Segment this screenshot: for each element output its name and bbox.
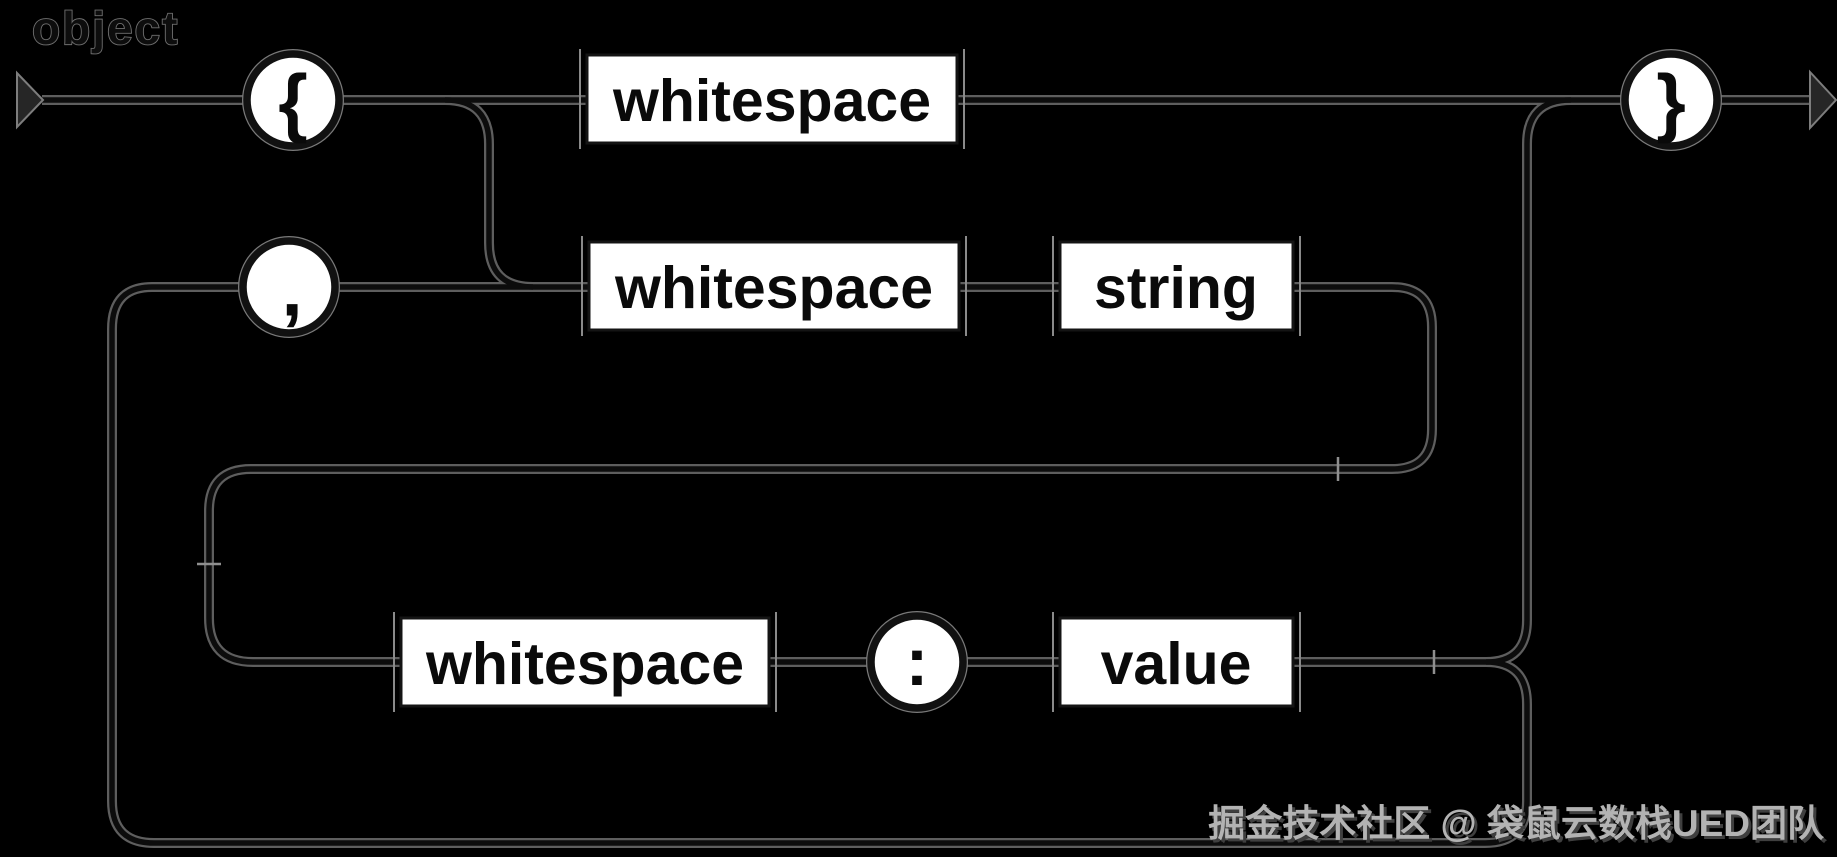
box-face <box>1058 616 1295 708</box>
comma-loopback-line-core <box>109 284 1530 846</box>
watermark-shadow-text: 掘金技术社区 @ 袋鼠云数栈UED团队 <box>1211 805 1828 847</box>
terminal-halo <box>1620 49 1722 151</box>
terminal-halo <box>866 611 968 713</box>
string-label: string <box>1094 255 1258 321</box>
terminal-disc <box>867 612 967 712</box>
start-arrow-icon <box>16 70 45 130</box>
whitespace-box-mid: whitespace <box>581 236 967 336</box>
track-cores <box>42 97 1810 846</box>
close-brace-terminal: } <box>1620 49 1722 151</box>
box-face <box>585 53 959 145</box>
box-face <box>1058 240 1295 332</box>
junction-ticks <box>197 457 1436 674</box>
open-brace-glyph: { <box>278 60 308 145</box>
page-title: object <box>32 2 179 54</box>
whitespace-box-bottom: whitespace <box>393 612 777 712</box>
terminal-disc <box>1621 50 1721 150</box>
open-brace-branch-core <box>444 97 534 290</box>
value-label: value <box>1101 631 1252 697</box>
value-up-join-line-core <box>1485 97 1572 665</box>
colon-glyph: : <box>906 624 929 700</box>
terminal-halo <box>238 236 340 338</box>
watermark-text: 掘金技术社区 @ 袋鼠云数栈UED团队 <box>1208 802 1825 844</box>
comma-terminal: , <box>238 236 340 338</box>
whitespace-box-top: whitespace <box>579 49 965 149</box>
terminal-disc <box>243 50 343 150</box>
open-brace-terminal: { <box>242 49 344 151</box>
close-brace-glyph: } <box>1656 60 1686 145</box>
whitespace-bottom-label: whitespace <box>425 631 744 697</box>
terminal-halo <box>242 49 344 151</box>
value-box: value <box>1052 612 1301 712</box>
watermark: 掘金技术社区 @ 袋鼠云数栈UED团队 掘金技术社区 @ 袋鼠云数栈UED团队 <box>1208 802 1828 847</box>
comma-loopback-line <box>107 282 1532 848</box>
wrap-line-core <box>206 284 1435 665</box>
comma-glyph: , <box>281 248 302 333</box>
whitespace-top-label: whitespace <box>612 68 931 134</box>
wrap-line <box>204 282 1437 667</box>
string-box: string <box>1052 236 1301 336</box>
end-arrow-icon <box>1809 69 1837 131</box>
whitespace-mid-label: whitespace <box>614 255 933 321</box>
terminal-disc <box>239 237 339 337</box>
box-face <box>399 616 771 708</box>
box-face <box>587 240 961 332</box>
colon-terminal: : <box>866 611 968 713</box>
